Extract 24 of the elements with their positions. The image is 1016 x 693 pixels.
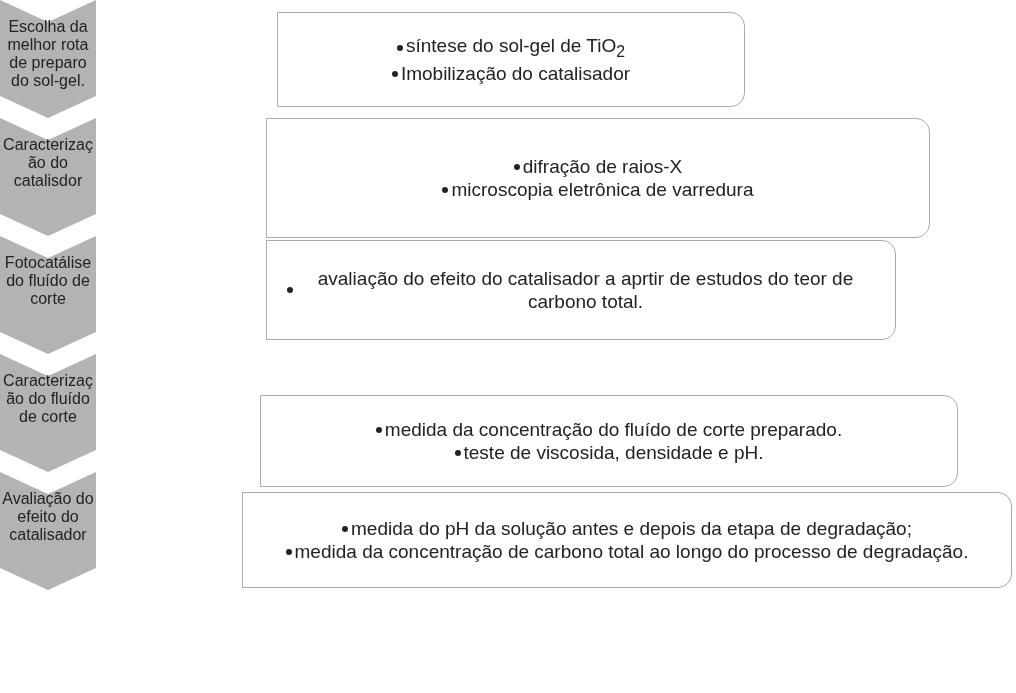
chevron-step [0, 118, 96, 236]
bullet-item: medida da concentração de carbono total ao longo do processo de degradação. [294, 540, 969, 563]
process-box [242, 492, 1012, 588]
chevron-step [0, 354, 96, 472]
bullet-item: síntese do sol-gel de TiO$_{2}$ [406, 33, 625, 62]
bullet-item: medida da concentração do fluído de corte preparado. [384, 418, 843, 441]
step-label: Escolha da melhor rota de preparo do sol-gel. [6, 18, 90, 90]
chevron-step [0, 0, 96, 118]
step-label: Avaliação do efeito do catalisador [2, 490, 94, 544]
step-label: Caracterização do fluído de corte [2, 372, 94, 426]
bullet-item: avaliação do efeito do catalisador a aprtir de estudos do teor de carbono total. [316, 267, 855, 313]
chevron-step [0, 472, 96, 590]
bullet-item: microscopia eletrônica de varredura [451, 178, 754, 201]
process-box [277, 12, 745, 107]
bullet-item: teste de viscosida, densidade e pH. [463, 441, 764, 464]
bullet-item: medida do pH da solução antes e depois da etapa de degradação; [351, 517, 912, 540]
process-box [266, 240, 896, 340]
chevron-step [0, 236, 96, 354]
bullet-item: difração de raios-X [522, 155, 683, 178]
process-box [260, 395, 958, 487]
step-label: Fotocatálise do fluído de corte [3, 254, 93, 308]
process-box [266, 118, 930, 238]
bullet-item: Imobilização do catalisador [400, 62, 631, 86]
step-label: Caracterização do catalisdor [2, 136, 94, 190]
